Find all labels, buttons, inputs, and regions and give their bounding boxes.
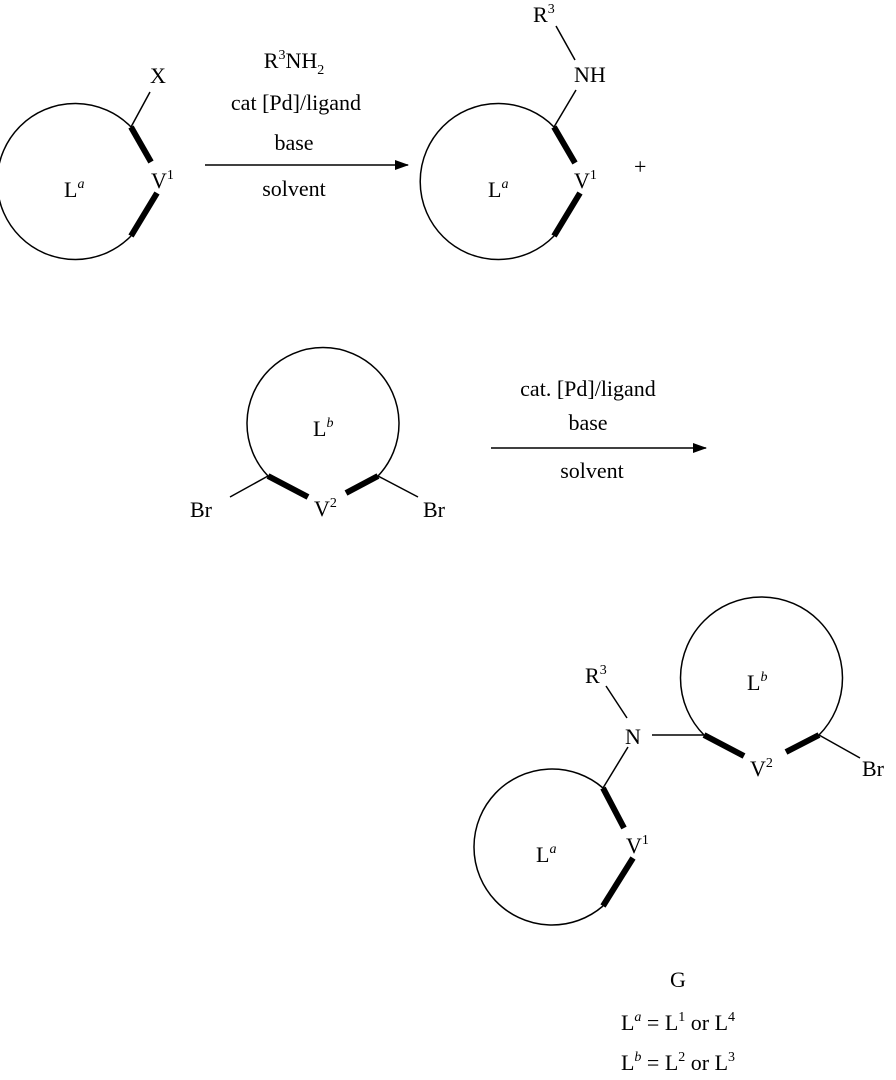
solvent-reagent-1: solvent bbox=[262, 176, 326, 201]
definition-lb: Lb = L2 or L3 bbox=[621, 1050, 735, 1075]
catalyst-reagent-1: cat [Pd]/ligand bbox=[231, 90, 361, 115]
br-label-final: Br bbox=[862, 756, 885, 781]
ring-label-lb: Lb bbox=[313, 416, 333, 441]
definition-la: La = L1 or L4 bbox=[621, 1010, 735, 1035]
plus-sign: + bbox=[634, 154, 646, 179]
ring-label-la-product: La bbox=[488, 177, 508, 202]
bond-n-to-r3 bbox=[606, 686, 627, 718]
product-g: La V1 N R3 Lb V2 Br bbox=[474, 597, 885, 925]
br-right-label: Br bbox=[423, 497, 446, 522]
br-left-label: Br bbox=[190, 497, 213, 522]
bond-la-to-n bbox=[603, 747, 628, 788]
step1-reactant: X La V1 bbox=[0, 63, 174, 260]
step2-reactant: Br Br Lb V2 bbox=[190, 348, 446, 522]
bond-to-x bbox=[131, 92, 150, 127]
ring-lb-final bbox=[681, 597, 843, 735]
bond-nh-to-r3 bbox=[556, 26, 575, 60]
bold-bond-top bbox=[131, 127, 151, 162]
n-label: N bbox=[625, 724, 641, 749]
bold-bond-bottom bbox=[131, 193, 157, 236]
bold-bond-right bbox=[346, 476, 378, 493]
nh-label: NH bbox=[574, 62, 606, 87]
step1-arrow-group: R3NH2 cat [Pd]/ligand base solvent bbox=[205, 48, 408, 201]
amine-reagent: R3NH2 bbox=[264, 48, 324, 78]
ring-label-la-final: La bbox=[536, 842, 556, 867]
compound-name-g: G bbox=[670, 967, 686, 992]
caption: G La = L1 or L4 Lb = L2 or L3 bbox=[621, 967, 735, 1075]
bold-bond-la-top bbox=[603, 788, 624, 828]
step1-product: NH R3 La V1 + bbox=[420, 2, 646, 260]
bold-bond-bottom-product bbox=[554, 193, 580, 236]
ring-lb-reactant bbox=[247, 348, 399, 476]
step2-arrow-group: cat. [Pd]/ligand base solvent bbox=[491, 376, 706, 483]
solvent-reagent-2: solvent bbox=[560, 458, 624, 483]
vertex-label-v1-final: V1 bbox=[626, 833, 649, 858]
bond-lb-to-br bbox=[819, 735, 860, 758]
vertex-label-v2-final: V2 bbox=[750, 756, 773, 781]
bold-bond-top-product bbox=[554, 127, 575, 163]
r3-label: R3 bbox=[533, 2, 555, 27]
r3-label-final: R3 bbox=[585, 663, 607, 688]
bond-to-br-left bbox=[230, 476, 268, 497]
ring-label-lb-final: Lb bbox=[747, 670, 767, 695]
catalyst-reagent-2: cat. [Pd]/ligand bbox=[520, 376, 656, 401]
bold-bond-lb-left bbox=[704, 735, 744, 756]
vertex-label-v1-product: V1 bbox=[574, 168, 597, 193]
base-reagent-2: base bbox=[568, 410, 607, 435]
bold-bond-lb-right bbox=[786, 735, 819, 752]
bold-bond-left bbox=[268, 476, 308, 497]
bold-bond-la-bottom bbox=[603, 858, 633, 906]
ring-label-la: La bbox=[64, 177, 84, 202]
bond-to-nh bbox=[554, 90, 576, 127]
vertex-label-v1: V1 bbox=[151, 168, 174, 193]
substituent-x: X bbox=[150, 63, 166, 88]
bond-to-br-right bbox=[378, 476, 418, 497]
base-reagent-1: base bbox=[274, 130, 313, 155]
vertex-label-v2: V2 bbox=[314, 496, 337, 521]
